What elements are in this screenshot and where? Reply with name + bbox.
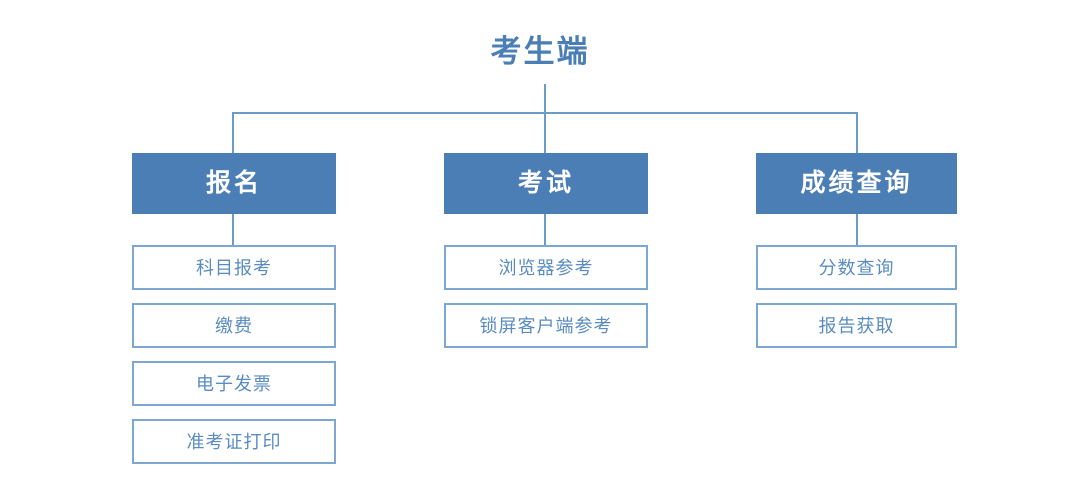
child-box-liulanqicankao-label: 浏览器参考: [498, 257, 594, 278]
branch-box-baoming[interactable]: 报名: [132, 153, 336, 214]
connector-branch-1-to-children: [232, 214, 234, 246]
branch-box-chengjichaxun[interactable]: 成绩查询: [756, 153, 957, 214]
child-box-baogaohuoqu[interactable]: 报告获取: [756, 303, 957, 348]
child-box-suopingkehuduancankao[interactable]: 锁屏客户端参考: [444, 303, 648, 348]
child-box-dianzifapiao-label: 电子发票: [196, 373, 272, 394]
connector-drop-branch-2: [544, 112, 546, 154]
branch-box-kaoshi[interactable]: 考试: [444, 153, 648, 214]
child-box-liulanqicankao[interactable]: 浏览器参考: [444, 245, 648, 290]
child-box-zhunkaozhengdayin-label: 准考证打印: [186, 431, 282, 452]
child-box-jiaofei[interactable]: 缴费: [132, 303, 336, 348]
child-box-kemubaokao[interactable]: 科目报考: [132, 245, 336, 290]
branch-box-chengjichaxun-label: 成绩查询: [800, 169, 913, 197]
branch-box-kaoshi-label: 考试: [517, 169, 574, 197]
child-box-fenshuchaxun[interactable]: 分数查询: [756, 245, 957, 290]
child-box-kemubaokao-label: 科目报考: [196, 257, 272, 278]
connector-branch-3-to-children: [856, 214, 858, 246]
child-box-zhunkaozhengdayin[interactable]: 准考证打印: [132, 419, 336, 464]
child-box-suopingkehuduancankao-label: 锁屏客户端参考: [479, 315, 613, 336]
child-box-baogaohuoqu-label: 报告获取: [818, 315, 895, 336]
connector-branch-2-to-children: [544, 214, 546, 246]
child-box-dianzifapiao[interactable]: 电子发票: [132, 361, 336, 406]
child-box-fenshuchaxun-label: 分数查询: [818, 257, 895, 278]
connector-drop-branch-1: [232, 112, 234, 154]
connector-drop-branch-3: [856, 112, 858, 154]
diagram-root-title: 考生端: [490, 34, 590, 69]
connector-root-stem: [544, 84, 546, 113]
branch-box-baoming-label: 报名: [205, 169, 262, 197]
child-box-jiaofei-label: 缴费: [215, 315, 253, 336]
